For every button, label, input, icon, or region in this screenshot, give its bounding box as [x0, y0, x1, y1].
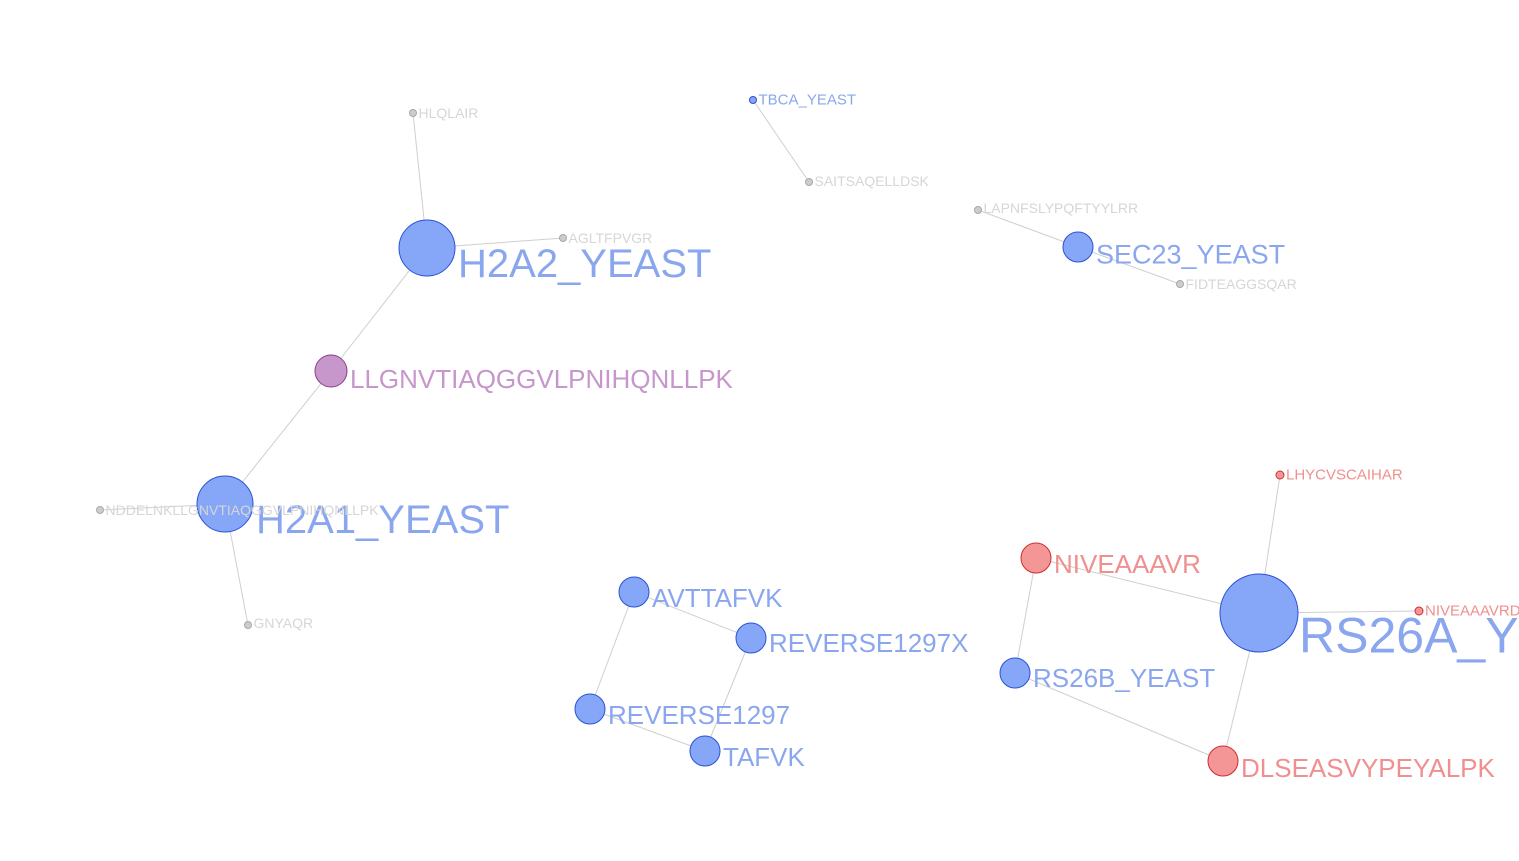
node-label-hlqlair: HLQLAIR [419, 105, 479, 121]
edge-lapnfslypqftyylrr-to-sec23-yeast [977, 209, 1079, 248]
node-llgnvtiaqggvlpnihqnllpk[interactable] [314, 354, 348, 388]
labels-layer: H2A2_YEAST H2A1_YEAST LLGNVTIAQGGVLPNIHQNL… [106, 91, 1519, 783]
node-label-lapnfslypqftyylrr: LAPNFSLYPQFTYYLRR [984, 200, 1139, 216]
node-label-saitsaqelldsk: SAITSAQELLDSK [815, 173, 930, 189]
node-lhycvscaihar[interactable] [1275, 470, 1285, 480]
node-label-fidteaggsqar: FIDTEAGGSQAR [1186, 276, 1297, 292]
node-rs26b-yeast[interactable] [999, 657, 1031, 689]
node-reverse1297x[interactable] [735, 622, 767, 654]
node-label-reverse1297: REVERSE1297 [608, 700, 790, 730]
node-nddelnkllgnvtiaqggvlpnihqnllpk[interactable] [96, 506, 104, 514]
node-label-llgnvtiaqggvlpnihqnllpk: LLGNVTIAQGGVLPNIHQNLLPK [350, 364, 734, 394]
node-reverse1297[interactable] [574, 693, 606, 725]
node-label-niveaaavrdlseasvypeyalpk: NIVEAAAVRDLSEASVYPEYALPK [1425, 602, 1519, 619]
node-label-rs26b-yeast: RS26B_YEAST [1033, 663, 1215, 693]
node-label-h2a2-yeast: H2A2_YEAST [458, 242, 711, 286]
node-label-tafvk: TAFVK [723, 742, 806, 772]
edge-reverse1297x-to-tafvk [704, 637, 752, 752]
node-label-nddelnkllgnvtiaqggvlpnihqnllpk: NDDELNKLLGNVTIAQGGVLPNIHQNLLPK [106, 502, 380, 518]
edge-rs26b-yeast-to-dlseasvypeyalpk [1014, 672, 1224, 762]
node-label-h2a1-yeast: H2A1_YEAST [256, 498, 509, 542]
node-saitsaqelldsk[interactable] [805, 178, 813, 186]
node-label-reverse1297x: REVERSE1297X [769, 628, 968, 658]
edge-sec23-yeast-to-fidteaggsqar [1077, 246, 1181, 285]
node-rs26a-yeast[interactable] [1219, 573, 1299, 653]
node-label-tbca-yeast: TBCA_YEAST [759, 91, 857, 108]
edge-reverse1297-to-tafvk [589, 708, 706, 752]
node-fidteaggsqar[interactable] [1176, 280, 1184, 288]
node-avttafvk[interactable] [618, 576, 650, 608]
edge-avttafvk-to-reverse1297 [589, 591, 635, 710]
node-label-gnyaqr: GNYAQR [254, 615, 314, 631]
node-label-agltfpvgr: AGLTFPVGR [569, 230, 653, 246]
node-niveaaavr[interactable] [1020, 542, 1052, 574]
node-hlqlair[interactable] [409, 109, 417, 117]
node-tbca-yeast[interactable] [749, 96, 757, 104]
node-label-avttafvk: AVTTAFVK [652, 583, 783, 613]
node-agltfpvgr[interactable] [559, 234, 567, 242]
edges-layer [99, 99, 1420, 762]
node-label-niveaaavr: NIVEAAAVR [1054, 549, 1201, 579]
node-gnyaqr[interactable] [244, 621, 252, 629]
node-h2a2-yeast[interactable] [398, 219, 456, 277]
node-niveaaavrdlseasvypeyalpk[interactable] [1414, 606, 1424, 616]
edge-avttafvk-to-reverse1297x [633, 591, 752, 639]
edge-tbca-yeast-to-saitsaqelldsk [752, 99, 810, 183]
node-sec23-yeast[interactable] [1062, 231, 1094, 263]
node-dlseasvypeyalpk[interactable] [1207, 745, 1239, 777]
node-label-sec23-yeast: SEC23_YEAST [1096, 239, 1285, 269]
node-tafvk[interactable] [689, 735, 721, 767]
node-lapnfslypqftyylrr[interactable] [974, 206, 982, 214]
edge-niveaaavr-to-rs26b-yeast [1014, 557, 1037, 674]
node-label-dlseasvypeyalpk: DLSEASVYPEYALPK [1241, 753, 1496, 783]
node-label-rs26a-yeast: RS26A_YEAST [1299, 608, 1519, 664]
node-label-lhycvscaihar: LHYCVSCAIHAR [1286, 466, 1403, 483]
nodes-layer [96, 96, 1424, 777]
node-h2a1-yeast[interactable] [196, 475, 254, 533]
